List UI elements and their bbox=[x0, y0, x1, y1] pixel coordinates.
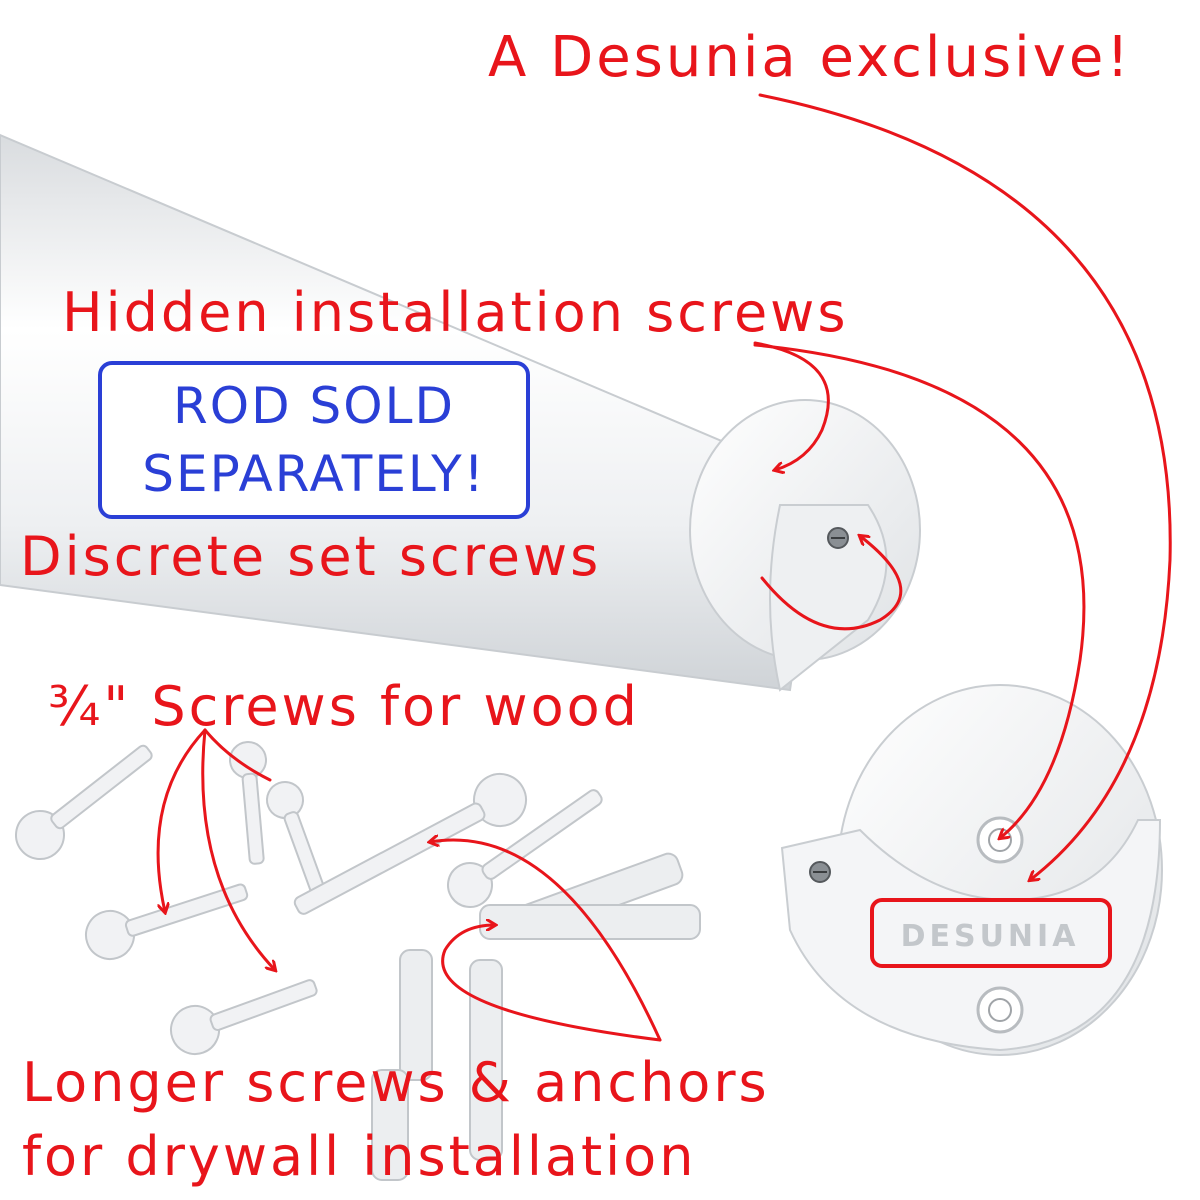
anchor-icon bbox=[469, 959, 503, 1161]
wood-screw-icon bbox=[229, 741, 267, 865]
notice-line-2: SEPARATELY! bbox=[142, 444, 486, 503]
wood-screw-icon bbox=[15, 744, 153, 860]
anchor-icon bbox=[371, 1069, 409, 1181]
arrow-wood-1 bbox=[156, 728, 207, 912]
arrow-setscrew bbox=[760, 536, 903, 631]
loose-bracket: DESUNIA bbox=[780, 684, 1163, 1056]
arrow-hidden-to-plate bbox=[753, 341, 830, 470]
arrow-hidden-to-hole bbox=[753, 343, 1086, 838]
drywall-callout-line-1: Longer screws & anchors bbox=[22, 1051, 770, 1114]
bracket-logo: DESUNIA bbox=[901, 919, 1080, 954]
wood-screw-icon bbox=[266, 781, 326, 896]
anchor-icon bbox=[399, 949, 433, 1081]
arrow-exclusive-to-logo bbox=[758, 93, 1172, 880]
long-screw-icon bbox=[293, 773, 527, 915]
mounted-bracket bbox=[689, 399, 921, 692]
wood-screw-icon bbox=[170, 979, 318, 1055]
rod-sold-separately-notice: ROD SOLD SEPARATELY! bbox=[98, 361, 530, 519]
arrow-wood-3 bbox=[203, 728, 272, 782]
hidden-screws-callout: Hidden installation screws bbox=[62, 281, 849, 344]
arrow-wood-2 bbox=[201, 728, 275, 970]
exclusive-callout: A Desunia exclusive! bbox=[488, 25, 1132, 90]
callout-arrows bbox=[156, 93, 1172, 1042]
long-screw-icon bbox=[447, 789, 603, 908]
arrow-anchors-2 bbox=[441, 925, 662, 1042]
wood-screw-icon bbox=[85, 883, 249, 960]
logo-highlight-box bbox=[870, 898, 1112, 968]
drywall-callout-line-2: for drywall installation bbox=[22, 1125, 697, 1188]
notice-line-1: ROD SOLD bbox=[173, 377, 455, 435]
arrow-anchors-1 bbox=[430, 840, 662, 1042]
wood-screws-callout: ¾" Screws for wood bbox=[48, 675, 640, 738]
set-screws-callout: Discrete set screws bbox=[20, 525, 602, 588]
screws-group bbox=[15, 741, 603, 1055]
